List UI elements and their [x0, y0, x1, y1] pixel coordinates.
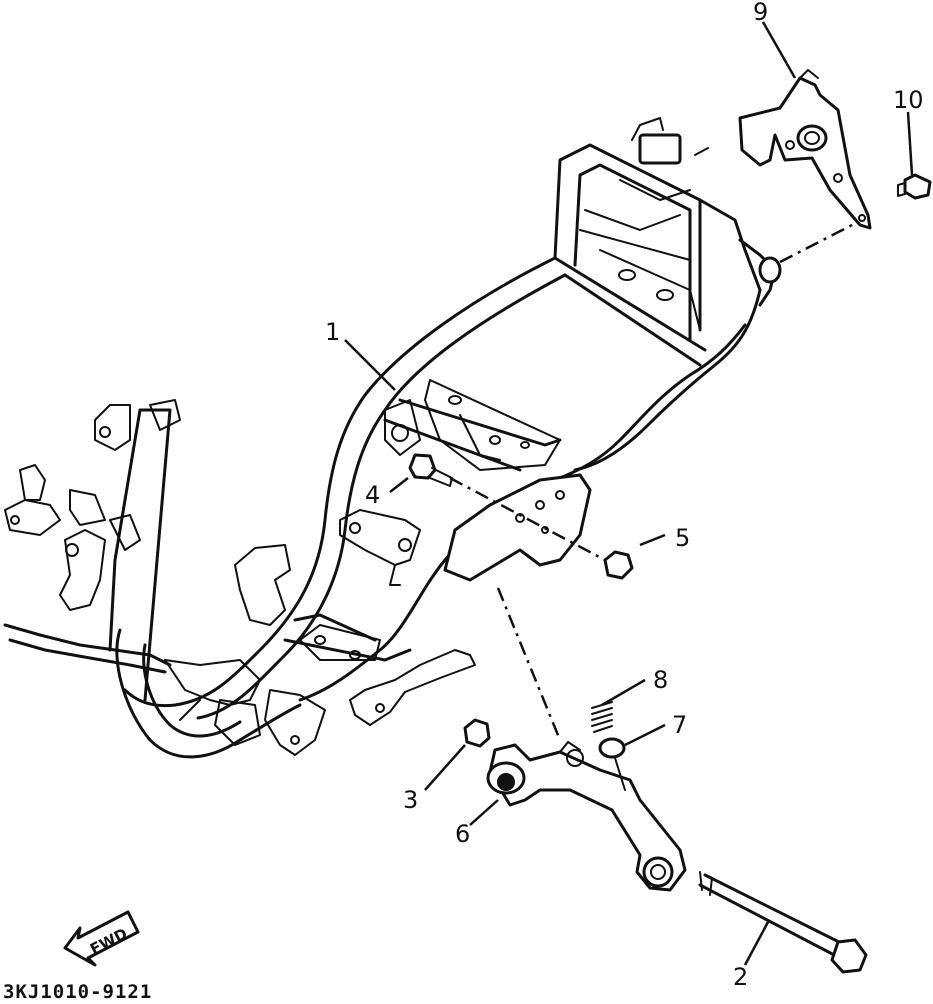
side-stand: [486, 741, 687, 892]
spring-part-8: [591, 701, 613, 733]
callout-5: 5: [675, 524, 690, 552]
callout-2: 2: [733, 963, 748, 991]
callout-7: 7: [672, 711, 687, 739]
nut-part-3: [463, 718, 491, 748]
forward-direction-indicator: FWD: [63, 910, 140, 967]
callout-6: 6: [455, 820, 470, 848]
drawing-code: 3KJ1010-9121: [3, 981, 152, 1003]
bolt-part-4: [408, 453, 453, 487]
nut-part-5: [603, 550, 634, 580]
callout-4: 4: [365, 481, 380, 509]
alignment-lines: [449, 220, 859, 741]
pivot-shaft-part-2: [698, 871, 868, 974]
bolt-part-10: [897, 173, 932, 200]
main-frame: [3, 117, 782, 759]
collar-part-7: [598, 737, 626, 759]
callout-10: 10: [893, 86, 924, 114]
callout-labels: 1 2 3 4 5 6 7 8 9 10: [325, 0, 924, 991]
callout-1: 1: [325, 318, 340, 346]
leader-lines: [344, 21, 914, 966]
rear-bracket-plate: [738, 69, 872, 230]
callout-3: 3: [403, 786, 418, 814]
callout-9: 9: [753, 0, 768, 26]
callout-8: 8: [653, 666, 668, 694]
